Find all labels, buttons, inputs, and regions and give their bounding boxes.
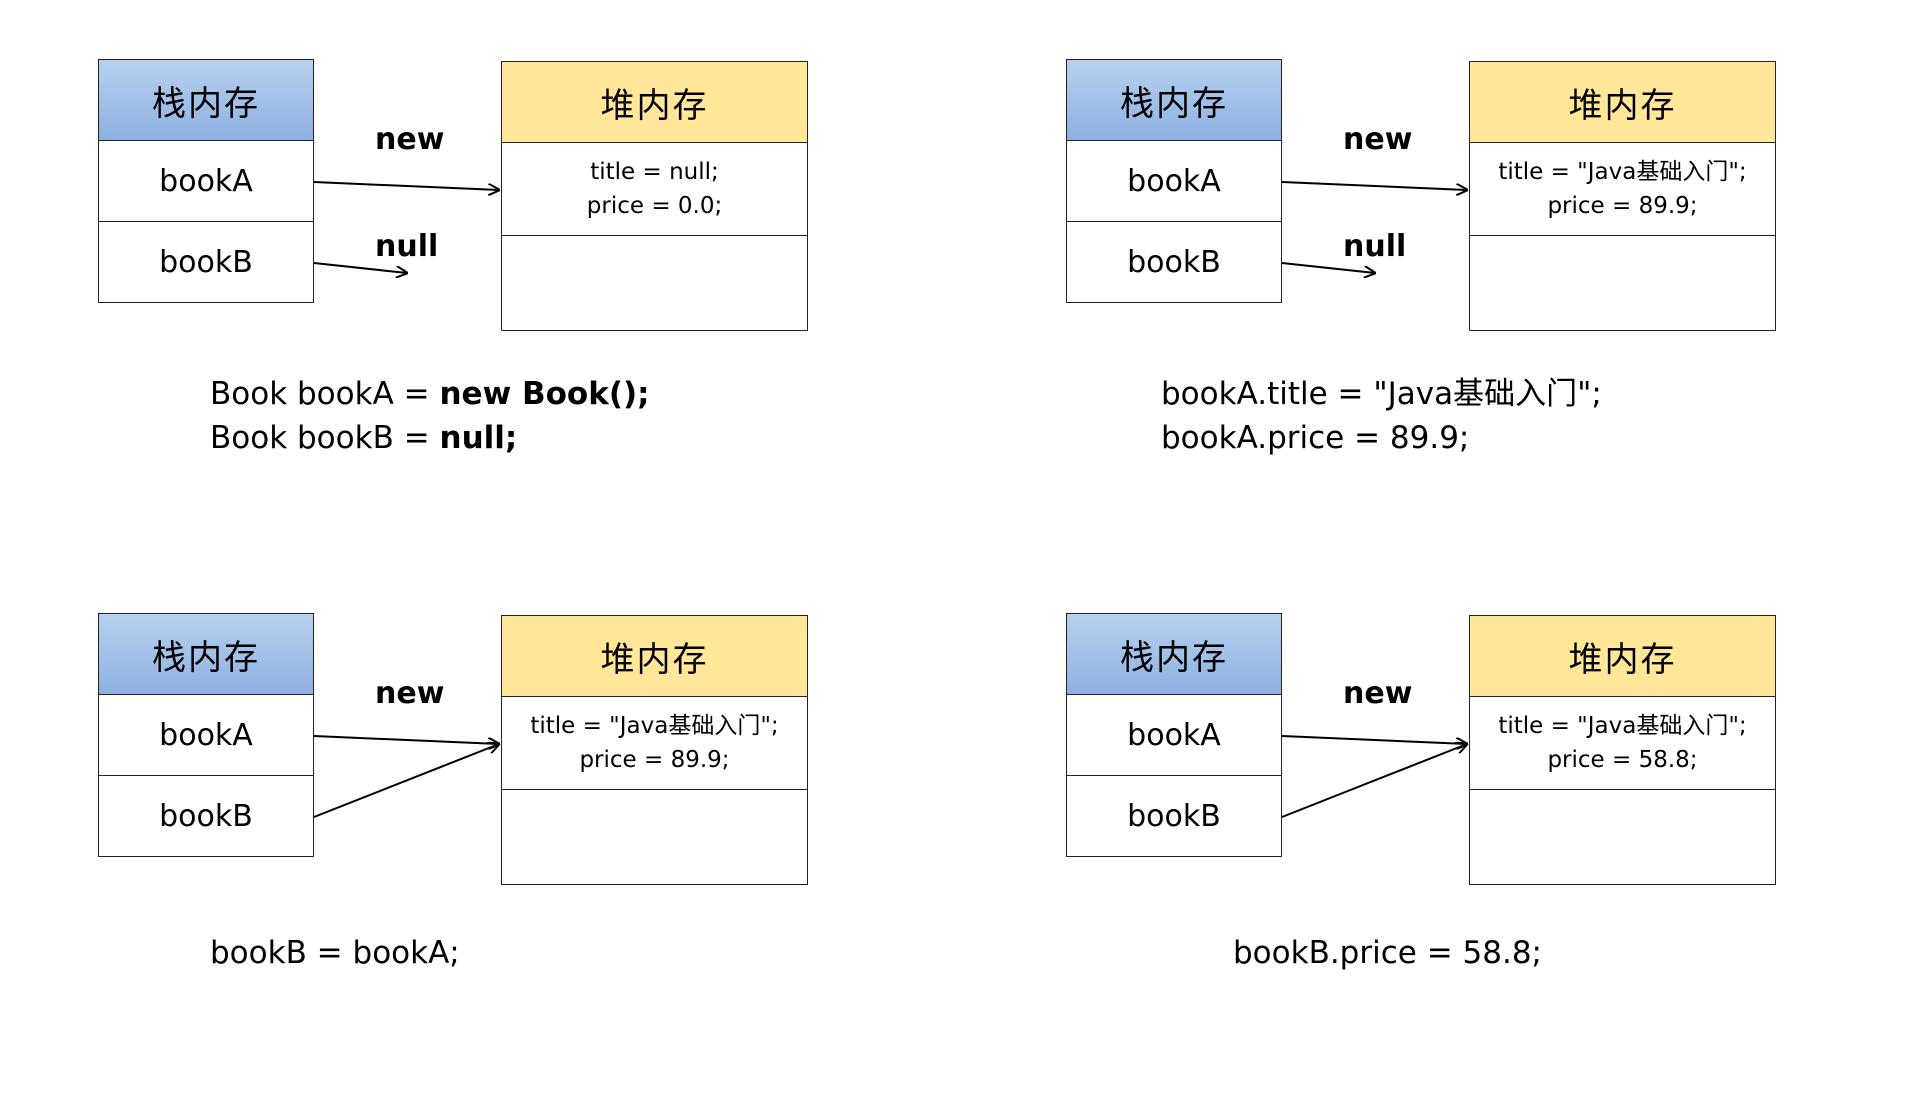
arrow-bookA-to-object (313, 735, 499, 744)
panel-modify-shared: 栈内存 bookA bookB 堆内存 title = "Java基础入门"; … (1066, 613, 1866, 1113)
stack-header: 栈内存 (1067, 60, 1281, 141)
stack-memory-box: 栈内存 bookA bookB (98, 613, 314, 857)
reference-arrows (313, 735, 898, 818)
stack-cell-bookB: bookB (99, 221, 313, 302)
code-line: Book bookB = null; (210, 420, 518, 456)
label-new: new (375, 122, 445, 157)
code-line: Book bookA = new Book(); (210, 376, 650, 412)
arrow-bookB-to-null (1281, 262, 1375, 273)
reference-arrows (1281, 735, 1866, 818)
stack-memory-box: 栈内存 bookA bookB (1066, 59, 1282, 303)
label-new: new (375, 676, 445, 711)
heap-memory-box: 堆内存 title = "Java基础入门"; price = 89.9; (1469, 61, 1776, 331)
heap-memory-box: 堆内存 title = null; price = 0.0; (501, 61, 808, 331)
reference-arrows (1281, 181, 1866, 359)
stack-header: 栈内存 (99, 60, 313, 141)
arrow-bookA-to-object (1281, 735, 1467, 744)
heap-header: 堆内存 (502, 616, 807, 697)
arrow-bookB-to-null (313, 262, 407, 273)
heap-header: 堆内存 (1470, 62, 1775, 143)
arrow-bookB-to-object (313, 744, 499, 818)
stack-cell-bookA: bookA (1127, 717, 1221, 753)
code-snippet: bookB = bookA; (210, 931, 460, 975)
stack-header: 栈内存 (99, 614, 313, 695)
heap-object: title = "Java基础入门"; price = 89.9; (502, 697, 807, 790)
stack-memory-box: 栈内存 bookA bookB (1066, 613, 1282, 857)
code-line: bookB = bookA; (210, 935, 460, 971)
code-line: bookA.title = "Java基础入门"; (1161, 376, 1602, 412)
arrow-bookA-to-object (313, 181, 499, 190)
stack-cell-bookB: bookB (1067, 775, 1281, 856)
heap-memory-box: 堆内存 title = "Java基础入门"; price = 58.8; (1469, 615, 1776, 885)
label-new: new (1343, 676, 1413, 711)
panel-declare: 栈内存 bookA bookB 堆内存 title = null; price … (98, 59, 898, 559)
reference-arrows (313, 181, 898, 359)
stack-cell-bookB: bookB (99, 775, 313, 856)
label-null: null (1343, 229, 1407, 264)
heap-title-field: title = "Java基础入门"; (1498, 159, 1747, 185)
code-line: bookB.price = 58.8; (1233, 935, 1542, 971)
heap-header: 堆内存 (1470, 616, 1775, 697)
heap-object: title = null; price = 0.0; (502, 143, 807, 236)
heap-price-field: price = 89.9; (1547, 193, 1698, 219)
stack-cell-bookB: bookB (1067, 221, 1281, 302)
heap-object: title = "Java基础入门"; price = 58.8; (1470, 697, 1775, 790)
arrow-bookA-to-object (1281, 181, 1467, 190)
heap-object: title = "Java基础入门"; price = 89.9; (1470, 143, 1775, 236)
heap-header: 堆内存 (502, 62, 807, 143)
stack-cell-bookA: bookA (159, 163, 253, 199)
heap-title-field: title = "Java基础入门"; (1498, 713, 1747, 739)
code-line: bookA.price = 89.9; (1161, 420, 1470, 456)
heap-price-field: price = 89.9; (579, 747, 730, 773)
label-null: null (375, 229, 439, 264)
heap-title-field: title = null; (590, 159, 719, 185)
panel-assign-reference: 栈内存 bookA bookB 堆内存 title = "Java基础入门"; … (98, 613, 898, 1113)
heap-price-field: price = 0.0; (586, 193, 723, 219)
panel-assign-fields: 栈内存 bookA bookB 堆内存 title = "Java基础入门"; … (1066, 59, 1866, 559)
label-new: new (1343, 122, 1413, 157)
code-snippet: bookB.price = 58.8; (1233, 931, 1542, 975)
heap-price-field: price = 58.8; (1547, 747, 1698, 773)
stack-header: 栈内存 (1067, 614, 1281, 695)
code-snippet: Book bookA = new Book(); Book bookB = nu… (210, 372, 650, 460)
heap-title-field: title = "Java基础入门"; (530, 713, 779, 739)
stack-cell-bookA: bookA (1127, 163, 1221, 199)
arrow-bookB-to-object (1281, 744, 1467, 818)
stack-cell-bookA: bookA (159, 717, 253, 753)
heap-memory-box: 堆内存 title = "Java基础入门"; price = 89.9; (501, 615, 808, 885)
stack-memory-box: 栈内存 bookA bookB (98, 59, 314, 303)
code-snippet: bookA.title = "Java基础入门"; bookA.price = … (1161, 372, 1602, 460)
